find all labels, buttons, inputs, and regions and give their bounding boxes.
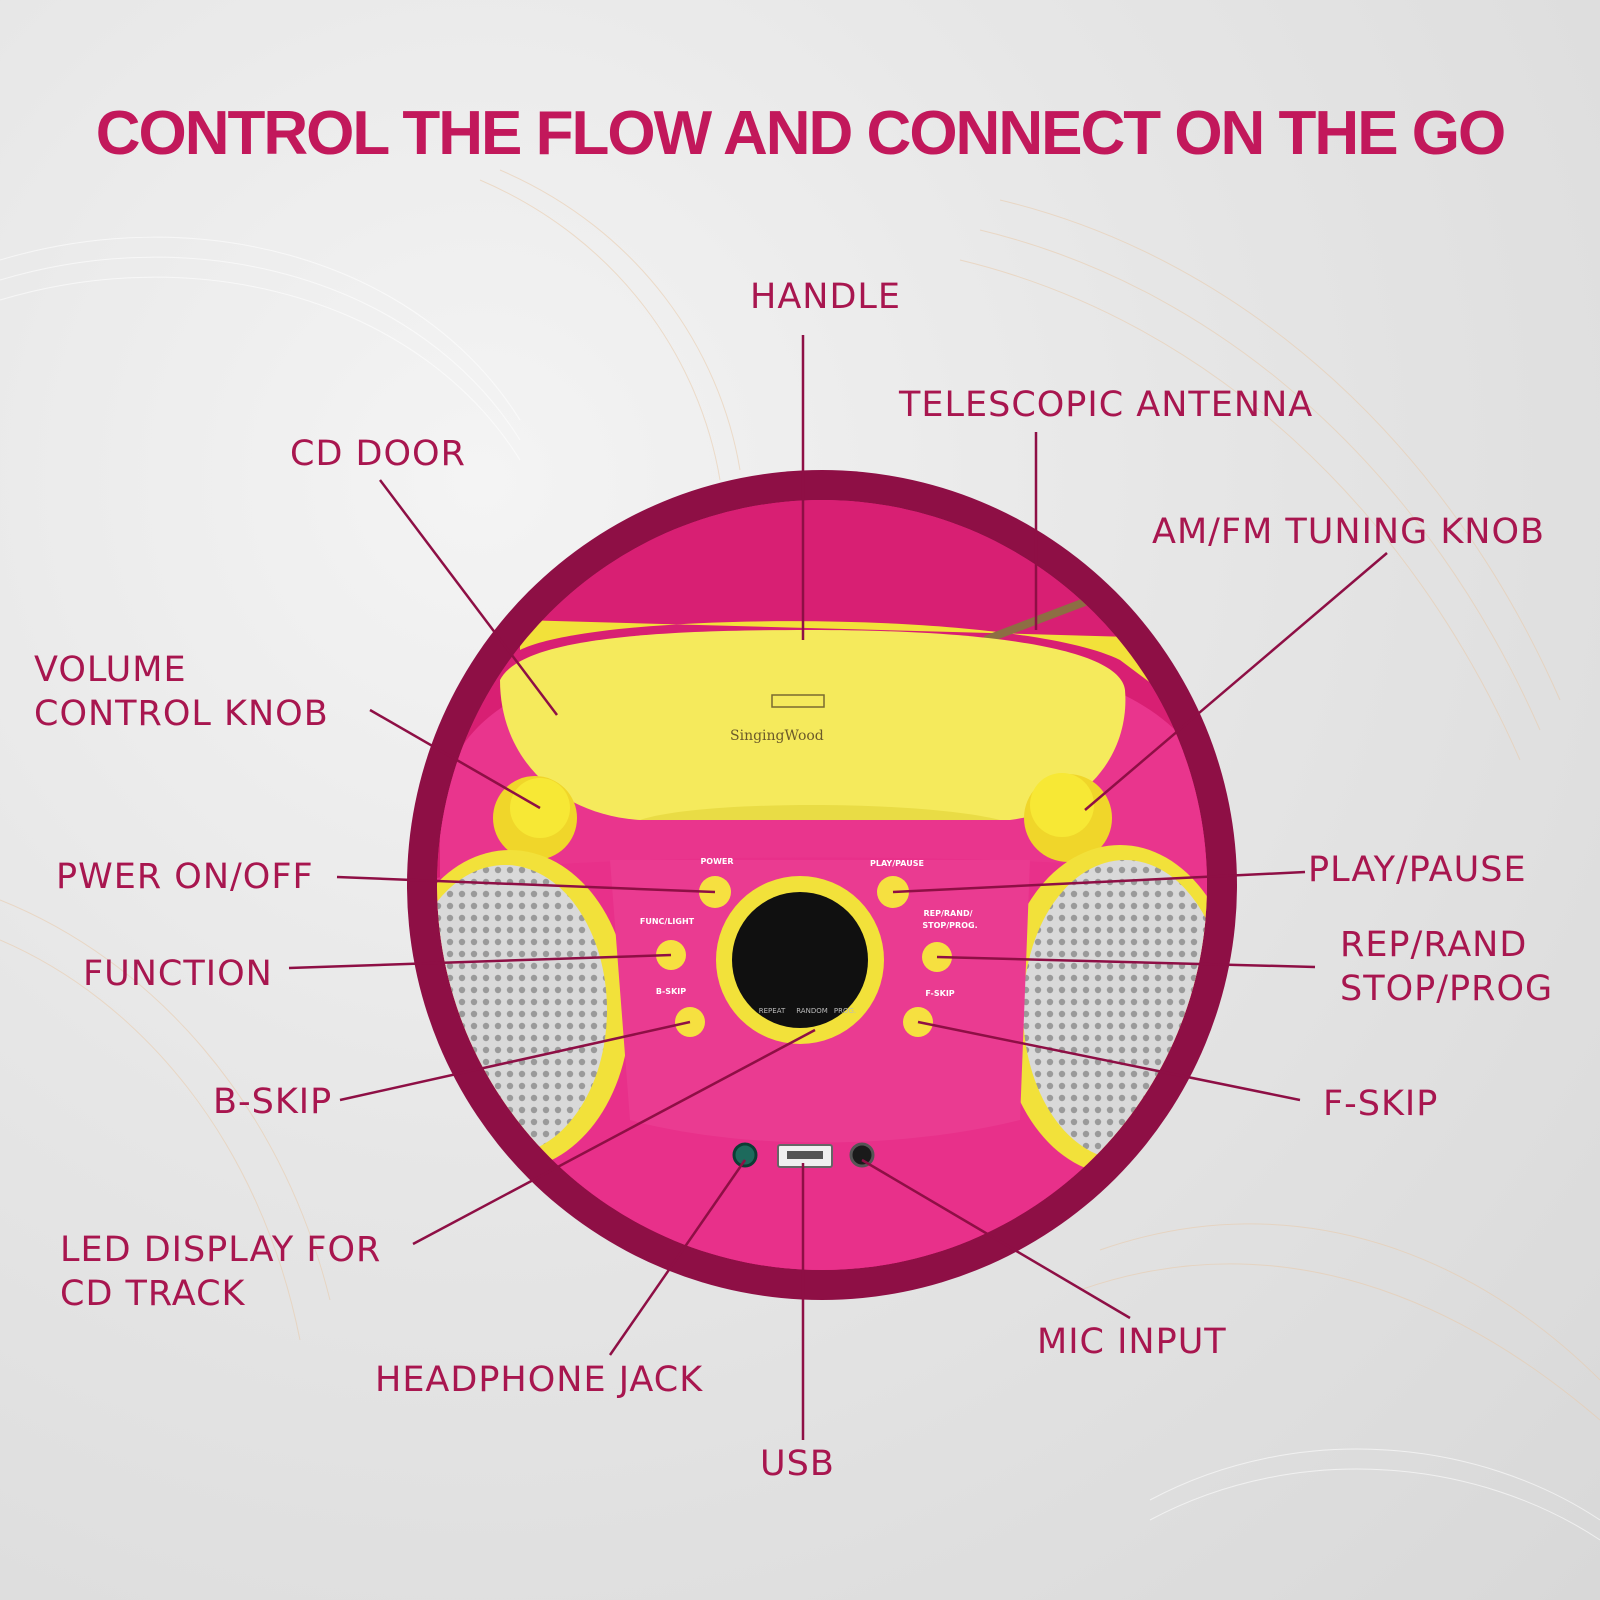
label-telescopic-antenna: TELESCOPIC ANTENNA	[899, 385, 1314, 425]
label-rep-rand-line2: STOP/PROG	[1340, 969, 1554, 1009]
label-volume-line1: VOLUME	[34, 650, 187, 690]
b-skip-btn-label: B-SKIP	[656, 987, 686, 996]
label-rep-rand-line1: REP/RAND	[1340, 925, 1528, 965]
label-led-display: LED DISPLAY FOR CD TRACK	[60, 1228, 381, 1316]
label-handle: HANDLE	[750, 277, 902, 317]
func-light-btn-label: FUNC/LIGHT	[640, 917, 695, 926]
boombox: SingingWood REPEAT RANDOM PROG. POWER PL…	[437, 500, 1207, 1270]
display-random-text: RANDOM	[796, 1007, 828, 1015]
label-b-skip: B-SKIP	[213, 1082, 333, 1122]
label-led-line1: LED DISPLAY FOR	[60, 1230, 382, 1270]
power-btn-label: POWER	[700, 857, 733, 866]
label-rep-rand-stop-prog: REP/RAND STOP/PROG	[1340, 923, 1553, 1011]
led-display	[732, 892, 868, 1028]
cd-door	[500, 630, 1126, 820]
antenna	[983, 596, 1092, 644]
f-skip-btn-label: F-SKIP	[925, 989, 954, 998]
label-led-line2: CD TRACK	[60, 1274, 246, 1314]
leader-lines	[288, 335, 1388, 1440]
label-power: PWER ON/OFF	[56, 857, 314, 897]
display-prog-text: PROG.	[834, 1007, 856, 1015]
label-am-fm-tuning-knob: AM/FM TUNING KNOB	[1152, 512, 1546, 552]
label-f-skip: F-SKIP	[1323, 1084, 1439, 1124]
play-pause-btn-label: PLAY/PAUSE	[870, 859, 924, 868]
mic-jack[interactable]	[849, 1142, 875, 1168]
stop-prog-btn-label: STOP/PROG.	[922, 921, 977, 930]
label-usb: USB	[760, 1444, 835, 1484]
label-headphone-jack: HEADPHONE JACK	[375, 1360, 704, 1400]
label-mic-input: MIC INPUT	[1037, 1322, 1227, 1362]
label-cd-door: CD DOOR	[290, 434, 466, 474]
label-play-pause: PLAY/PAUSE	[1308, 850, 1527, 890]
label-volume-control-knob: VOLUME CONTROL KNOB	[34, 648, 329, 736]
headphone-jack[interactable]	[732, 1142, 758, 1168]
tuning-knob[interactable]	[1030, 773, 1094, 837]
rep-rand-btn-label: REP/RAND/	[923, 909, 972, 918]
brand-logo: SingingWood	[730, 728, 824, 744]
display-repeat-text: REPEAT	[759, 1007, 786, 1015]
label-function: FUNCTION	[83, 954, 273, 994]
page-headline: CONTROL THE FLOW AND CONNECT ON THE GO	[95, 99, 1507, 168]
label-volume-line2: CONTROL KNOB	[34, 694, 329, 734]
